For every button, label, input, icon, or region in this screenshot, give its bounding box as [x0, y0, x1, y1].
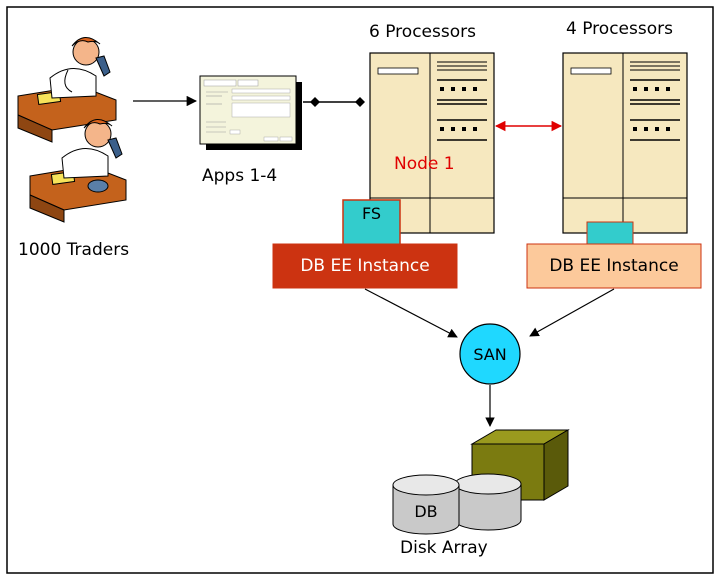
fs-label: FS	[361, 203, 382, 223]
apps-window-icon	[199, 75, 302, 150]
node1-instance-label: DB EE Instance	[300, 256, 430, 276]
fs-block	[342, 199, 401, 247]
connector-diamond-left	[310, 97, 320, 107]
db-label: DB	[414, 501, 438, 521]
san-node	[459, 323, 521, 385]
node1-instance-box	[272, 243, 458, 289]
apps-label: Apps 1-4	[202, 166, 278, 186]
node1-to-san-arrow	[364, 288, 458, 338]
traders-label: 1000 Traders	[18, 240, 130, 260]
disk-array-label: Disk Array	[400, 538, 488, 558]
db-cylinder-icon	[392, 473, 522, 535]
connector-diamond-right	[355, 97, 365, 107]
node2-processors-label: 4 Processors	[566, 19, 673, 39]
san-label: SAN	[473, 344, 507, 364]
node2-storage-connector	[586, 221, 634, 247]
node2-to-san-arrow	[529, 288, 615, 337]
node2-instance-box	[526, 243, 702, 289]
traders-icon	[17, 37, 127, 223]
node2-server-icon	[562, 52, 688, 234]
node1-processors-label: 6 Processors	[369, 22, 476, 42]
node1-label: Node 1	[394, 154, 455, 174]
node2-instance-label: DB EE Instance	[549, 256, 679, 276]
